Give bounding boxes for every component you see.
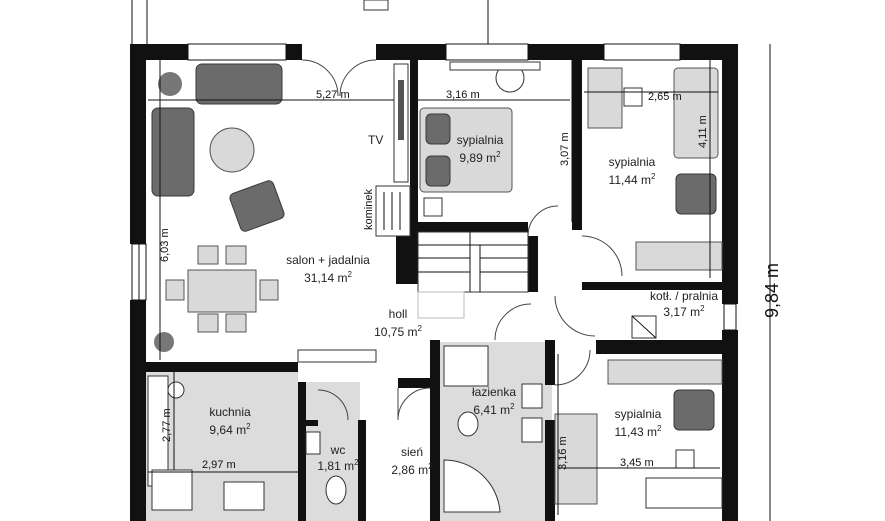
sypialnia2-name: sypialnia bbox=[609, 155, 656, 169]
salon-area: 31,14 m bbox=[304, 271, 347, 285]
dim-syp1-width: 3,16 m bbox=[446, 89, 480, 101]
dim-salon-depth: 6,03 m bbox=[159, 228, 171, 262]
windows bbox=[131, 43, 737, 331]
sypialnia2-area: 11,44 m bbox=[609, 173, 651, 187]
label-salon: salon + jadalnia 31,14 m2 bbox=[286, 253, 370, 285]
lazienka-name: łazienka bbox=[472, 385, 516, 399]
label-holl: holl 10,75 m2 bbox=[374, 307, 422, 339]
svg-text:1,81 m2: 1,81 m2 bbox=[317, 458, 359, 473]
kotl-area: 3,17 m bbox=[663, 305, 700, 319]
bedroom-1-furniture bbox=[419, 61, 541, 217]
label-sypialnia-3: sypialnia 11,43 m2 bbox=[615, 407, 662, 439]
dim-syp2-depth: 4,11 m bbox=[697, 115, 709, 148]
dimension-lines bbox=[148, 44, 771, 521]
fireplace bbox=[375, 185, 411, 237]
svg-text:9,89 m2: 9,89 m2 bbox=[459, 150, 501, 165]
svg-text:6,41 m2: 6,41 m2 bbox=[473, 402, 515, 417]
dim-overall-depth: 9,84 m bbox=[762, 263, 782, 318]
kotl-name: kotł. / pralnia bbox=[650, 289, 718, 303]
sypialnia1-area: 9,89 m bbox=[459, 151, 496, 165]
dim-syp3-width: 3,45 m bbox=[620, 457, 654, 469]
doors bbox=[301, 59, 623, 421]
kominek-label: kominek bbox=[363, 189, 375, 230]
tv-label: TV bbox=[368, 133, 383, 147]
svg-text:2,86 m2: 2,86 m2 bbox=[391, 462, 433, 477]
dim-salon-width: 5,27 m bbox=[316, 89, 350, 101]
label-kuchnia: kuchnia 9,64 m2 bbox=[209, 405, 251, 437]
sien-area: 2,86 m bbox=[391, 463, 428, 477]
dim-syp2-width: 2,65 m bbox=[648, 91, 682, 103]
label-wc: wc 1,81 m2 bbox=[317, 443, 359, 473]
dim-syp3-depth: 3,16 m bbox=[557, 436, 569, 470]
living-room-furniture bbox=[151, 63, 377, 363]
kuchnia-name: kuchnia bbox=[209, 405, 251, 419]
sypialnia3-name: sypialnia bbox=[615, 407, 662, 421]
dim-kuchnia-width: 2,97 m bbox=[202, 459, 236, 471]
label-kotl: kotł. / pralnia 3,17 m2 bbox=[650, 289, 718, 319]
svg-text:3,17 m2: 3,17 m2 bbox=[663, 304, 705, 319]
staircase bbox=[417, 231, 529, 319]
holl-name: holl bbox=[389, 307, 408, 321]
svg-text:31,14 m2: 31,14 m2 bbox=[304, 270, 352, 285]
sypialnia3-area: 11,43 m bbox=[615, 425, 657, 439]
dim-syp1-depth: 3,07 m bbox=[559, 132, 571, 166]
tv-cabinet bbox=[393, 63, 409, 183]
bedroom-3-furniture bbox=[554, 359, 723, 509]
label-sien: sień 2,86 m2 bbox=[391, 445, 433, 477]
boiler-room-fixtures bbox=[631, 315, 657, 339]
kitchen-fixtures bbox=[147, 375, 265, 511]
sien-name: sień bbox=[401, 445, 423, 459]
bathroom-fixtures bbox=[443, 345, 543, 513]
wc-area: 1,81 m bbox=[317, 459, 354, 473]
label-lazienka: łazienka 6,41 m2 bbox=[472, 385, 516, 417]
svg-text:11,44 m2: 11,44 m2 bbox=[609, 172, 656, 187]
bedroom-2-furniture bbox=[587, 67, 723, 271]
svg-text:10,75 m2: 10,75 m2 bbox=[374, 324, 422, 339]
dim-kuchnia-depth: 2,77 m bbox=[161, 408, 173, 442]
lazienka-area: 6,41 m bbox=[473, 403, 510, 417]
sypialnia1-name: sypialnia bbox=[457, 133, 504, 147]
salon-name: salon + jadalnia bbox=[286, 253, 370, 267]
holl-area: 10,75 m bbox=[374, 325, 417, 339]
terrace-outline bbox=[131, 0, 489, 44]
exterior-walls bbox=[130, 44, 738, 521]
label-sypialnia-2: sypialnia 11,44 m2 bbox=[609, 155, 656, 187]
wc-name: wc bbox=[330, 443, 346, 457]
svg-text:11,43 m2: 11,43 m2 bbox=[615, 424, 662, 439]
interior-walls bbox=[146, 60, 722, 521]
svg-text:9,64 m2: 9,64 m2 bbox=[209, 422, 251, 437]
label-sypialnia-1: sypialnia 9,89 m2 bbox=[457, 133, 504, 165]
wc-fixtures bbox=[305, 431, 347, 505]
kuchnia-area: 9,64 m bbox=[209, 423, 246, 437]
